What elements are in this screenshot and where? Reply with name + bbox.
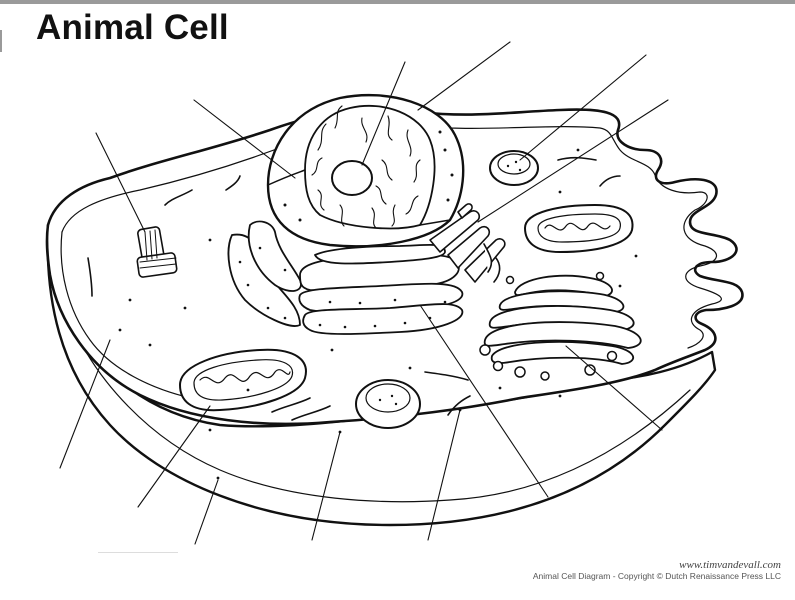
top-border [0,0,795,4]
left-edge-mark [0,30,2,52]
golgi-apparatus [483,274,642,365]
label-line-7 [565,345,663,431]
label-line-12 [137,405,211,508]
nuclear-pores [283,130,454,222]
mitochondrion-left [179,348,307,412]
membrane-inner-edge-2 [60,231,201,401]
label-line-10 [311,431,341,541]
label-line-5 [519,54,647,161]
cytoplasm-dots [118,148,638,480]
label-line-4 [417,41,511,111]
lysosome-top [489,150,539,186]
nucleolus [331,160,373,196]
nucleus-ring [267,169,451,226]
smooth-endoplasmic-reticulum [429,203,506,283]
cell-membrane-side [46,223,717,527]
label-leader-lines [59,41,669,545]
chromatin-strands [311,105,421,229]
label-line-11 [194,479,219,545]
cell-membrane-side-inner [69,319,691,503]
golgi-vesicles [479,271,618,381]
ribosome-dots [238,246,447,329]
label-line-6 [477,99,669,223]
centrioles [136,226,178,278]
nucleus-cutaway-face [304,104,436,230]
label-line-1 [95,132,146,233]
rough-endoplasmic-reticulum [227,220,464,335]
footer-rule [98,552,178,553]
vesicle-dots [378,160,522,406]
page-title: Animal Cell [36,8,229,47]
website-url: www.timvandevall.com [679,559,781,571]
label-line-9 [427,409,461,541]
label-line-8 [419,304,549,498]
copyright-text: Animal Cell Diagram - Copyright © Dutch … [532,571,781,581]
label-line-2 [193,99,296,179]
label-line-13 [59,339,111,469]
mitochondrion-right [524,204,634,253]
lysosome-bottom [355,379,421,429]
label-line-3 [361,61,406,166]
